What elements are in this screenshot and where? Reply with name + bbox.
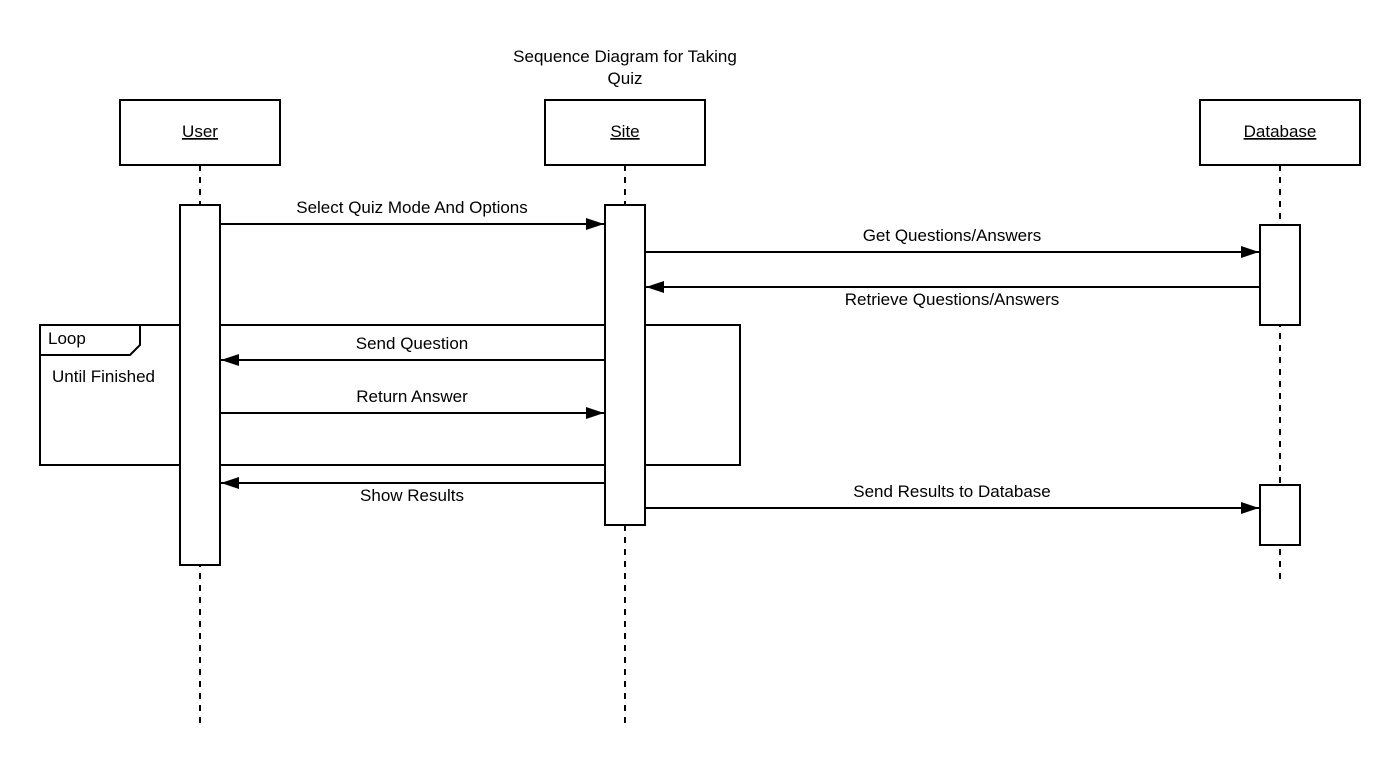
message-send-question-label: Send Question [356, 334, 468, 353]
database-activation-bar-1 [1259, 224, 1301, 326]
message-get-questions-label: Get Questions/Answers [863, 226, 1042, 245]
actor-user: User [119, 99, 281, 166]
actor-database-name: Database [1244, 122, 1317, 141]
message-send-results-label: Send Results to Database [853, 482, 1051, 501]
diagram-title-line1: Sequence Diagram for Taking [513, 47, 737, 66]
message-retrieve-questions-label: Retrieve Questions/Answers [845, 290, 1059, 309]
actor-database: Database [1199, 99, 1361, 166]
message-select-quiz-label: Select Quiz Mode And Options [296, 198, 528, 217]
actor-user-name: User [182, 122, 218, 141]
site-activation-bar [604, 204, 646, 526]
actor-site-name: Site [610, 122, 639, 141]
loop-fragment: Loop Until Finished [39, 324, 741, 466]
loop-condition: Until Finished [52, 367, 155, 386]
database-activation-bar-2 [1259, 484, 1301, 546]
diagram-title-line2: Quiz [608, 69, 643, 88]
message-show-results-label: Show Results [360, 486, 464, 505]
actor-site: Site [544, 99, 706, 166]
user-activation-bar [179, 204, 221, 566]
loop-label: Loop [48, 329, 86, 348]
message-return-answer-label: Return Answer [356, 387, 468, 406]
